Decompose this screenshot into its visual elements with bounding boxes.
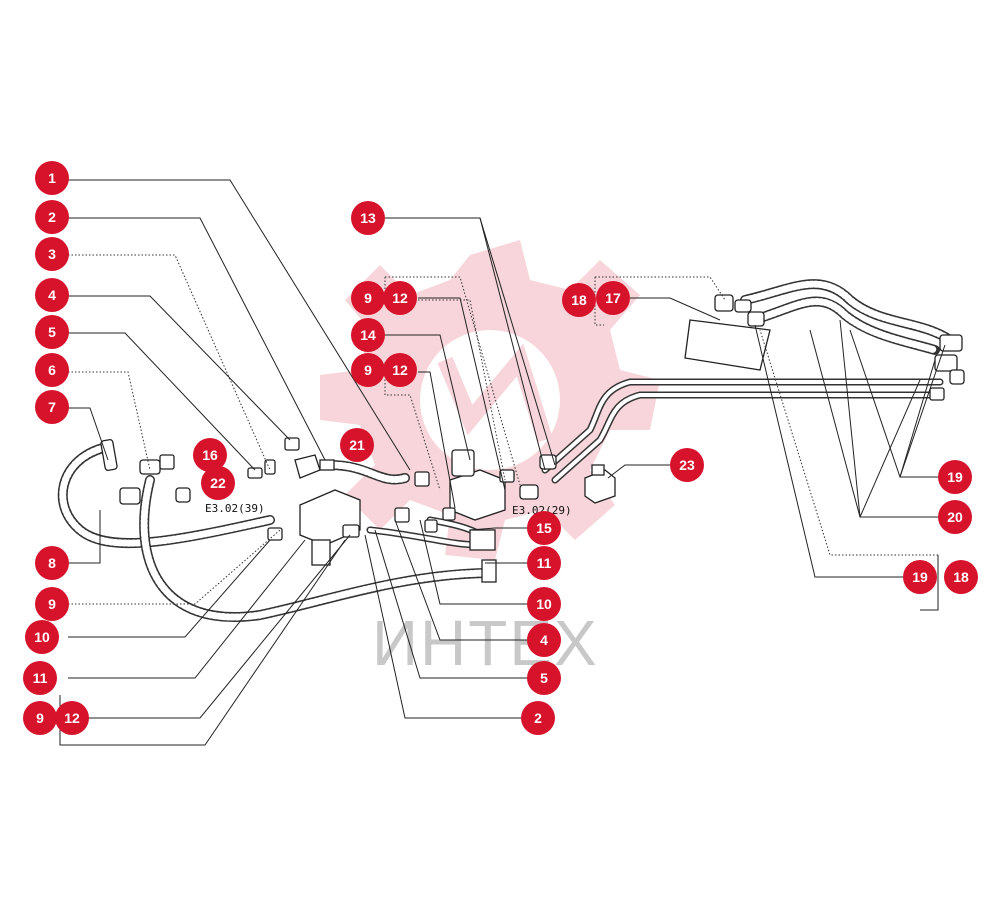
- badge-4-right: 4: [527, 623, 561, 657]
- components: [100, 294, 965, 583]
- badge-3: 3: [35, 237, 69, 271]
- badge-9-center-top: 9: [351, 281, 385, 315]
- badge-23: 23: [670, 448, 704, 482]
- rigid-pipes: [366, 378, 944, 549]
- svg-text:18: 18: [953, 569, 969, 585]
- badge-13: 13: [351, 201, 385, 235]
- svg-text:19: 19: [912, 569, 928, 585]
- svg-text:23: 23: [679, 457, 695, 473]
- svg-text:9: 9: [48, 596, 56, 612]
- badge-10-right: 10: [527, 587, 561, 621]
- badge-11-left: 11: [23, 661, 57, 695]
- svg-text:10: 10: [34, 629, 50, 645]
- component-23: [584, 464, 616, 504]
- svg-text:5: 5: [540, 670, 548, 686]
- badge-11-right: 11: [527, 546, 561, 580]
- svg-text:2: 2: [48, 209, 56, 225]
- badge-4-left: 4: [35, 278, 69, 312]
- badge-2-right: 2: [521, 701, 555, 735]
- badge-16: 16: [193, 438, 227, 472]
- svg-text:12: 12: [64, 710, 80, 726]
- badge-10-left: 10: [25, 620, 59, 654]
- badge-7: 7: [35, 390, 69, 424]
- svg-text:19: 19: [947, 469, 963, 485]
- badge-5-right: 5: [527, 661, 561, 695]
- svg-text:14: 14: [360, 327, 376, 343]
- badge-9-bottom-left: 9: [23, 701, 57, 735]
- svg-text:12: 12: [392, 290, 408, 306]
- badge-12-bottom-left: 12: [55, 701, 89, 735]
- badge-12-center-top: 12: [383, 281, 417, 315]
- badge-15: 15: [527, 511, 561, 545]
- badge-18-bottom: 18: [944, 560, 978, 594]
- badge-6: 6: [35, 353, 69, 387]
- svg-text:2: 2: [534, 710, 542, 726]
- svg-text:18: 18: [571, 292, 587, 308]
- badge-19-bottom: 19: [903, 560, 937, 594]
- svg-text:6: 6: [48, 362, 56, 378]
- badge-9-left: 9: [35, 587, 69, 621]
- watermark-text: ИНТЕХ: [372, 607, 599, 679]
- badge-17: 17: [596, 281, 630, 315]
- badge-12-center: 12: [383, 353, 417, 387]
- svg-text:10: 10: [536, 596, 552, 612]
- reference-badges: 1 2 3 4 5 6 7 8 9 10 11 9 12 13 9 12 14 …: [23, 161, 978, 735]
- badge-1: 1: [35, 161, 69, 195]
- svg-text:22: 22: [210, 475, 226, 491]
- svg-text:8: 8: [48, 555, 56, 571]
- svg-text:12: 12: [392, 362, 408, 378]
- svg-text:3: 3: [48, 246, 56, 262]
- svg-text:7: 7: [48, 399, 56, 415]
- leader-lines: [59, 179, 946, 746]
- note-left-ref: E3.02(39): [205, 502, 265, 515]
- badge-18-top: 18: [562, 283, 596, 317]
- badge-2-left: 2: [35, 200, 69, 234]
- note-right-ref: E3.02(29): [512, 504, 572, 517]
- svg-text:9: 9: [364, 362, 372, 378]
- badge-21: 21: [340, 428, 374, 462]
- badge-22: 22: [201, 466, 235, 500]
- badge-5-left: 5: [35, 315, 69, 349]
- badge-14: 14: [351, 318, 385, 352]
- svg-text:4: 4: [540, 632, 548, 648]
- svg-text:13: 13: [360, 210, 376, 226]
- badge-19-right: 19: [938, 460, 972, 494]
- svg-text:11: 11: [33, 670, 48, 686]
- svg-text:9: 9: [36, 710, 44, 726]
- svg-text:11: 11: [537, 555, 552, 571]
- svg-text:5: 5: [48, 324, 56, 340]
- svg-text:21: 21: [349, 437, 365, 453]
- center-valve-block: [449, 449, 506, 583]
- svg-text:1: 1: [48, 170, 56, 186]
- badge-9-center: 9: [351, 353, 385, 387]
- hose-lines: [57, 279, 955, 622]
- svg-text:16: 16: [202, 447, 218, 463]
- svg-text:20: 20: [947, 509, 963, 525]
- svg-text:15: 15: [536, 520, 552, 536]
- svg-text:17: 17: [605, 290, 621, 306]
- svg-text:9: 9: [364, 290, 372, 306]
- badge-20: 20: [938, 500, 972, 534]
- badge-8: 8: [35, 546, 69, 580]
- svg-text:4: 4: [48, 287, 56, 303]
